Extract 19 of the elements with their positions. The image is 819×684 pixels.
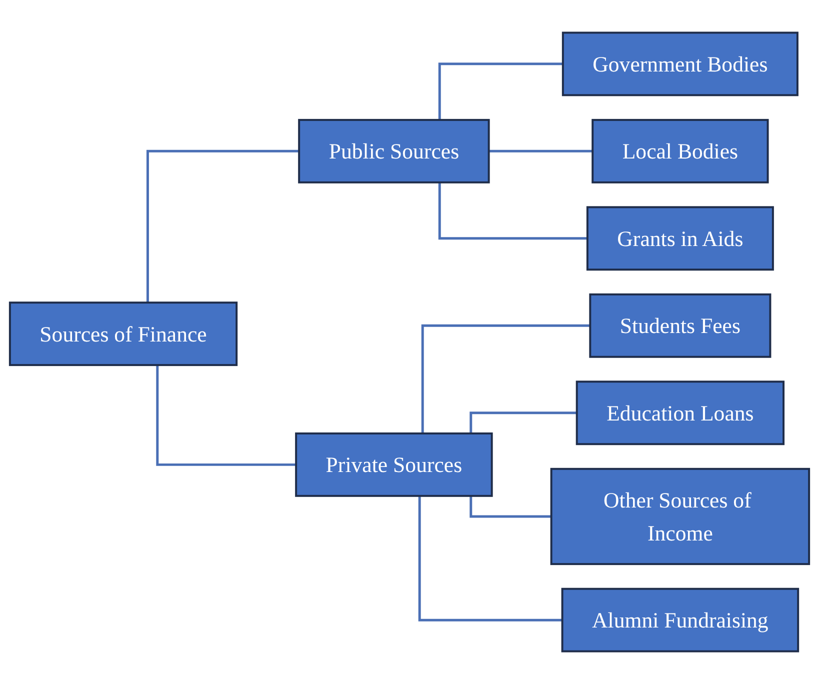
connector (470, 496, 552, 518)
connector (418, 496, 562, 622)
node-box: Local Bodies (592, 118, 769, 184)
connector (438, 182, 588, 240)
node-box: Other Sources of Income (550, 468, 810, 566)
connector (438, 62, 563, 120)
connector (470, 412, 577, 434)
connector (146, 150, 300, 303)
node-box: Grants in Aids (586, 206, 774, 271)
node-box: Private Sources (295, 432, 493, 497)
node-box: Government Bodies (562, 32, 798, 96)
node-box: Students Fees (589, 293, 772, 358)
connector (156, 365, 296, 466)
node-box: Education Loans (576, 380, 785, 446)
node-box: Alumni Fundraising (561, 588, 800, 652)
connector (488, 150, 593, 152)
node-box: Public Sources (298, 118, 490, 184)
node-box: Sources of Finance (8, 302, 238, 366)
connector (421, 324, 590, 434)
